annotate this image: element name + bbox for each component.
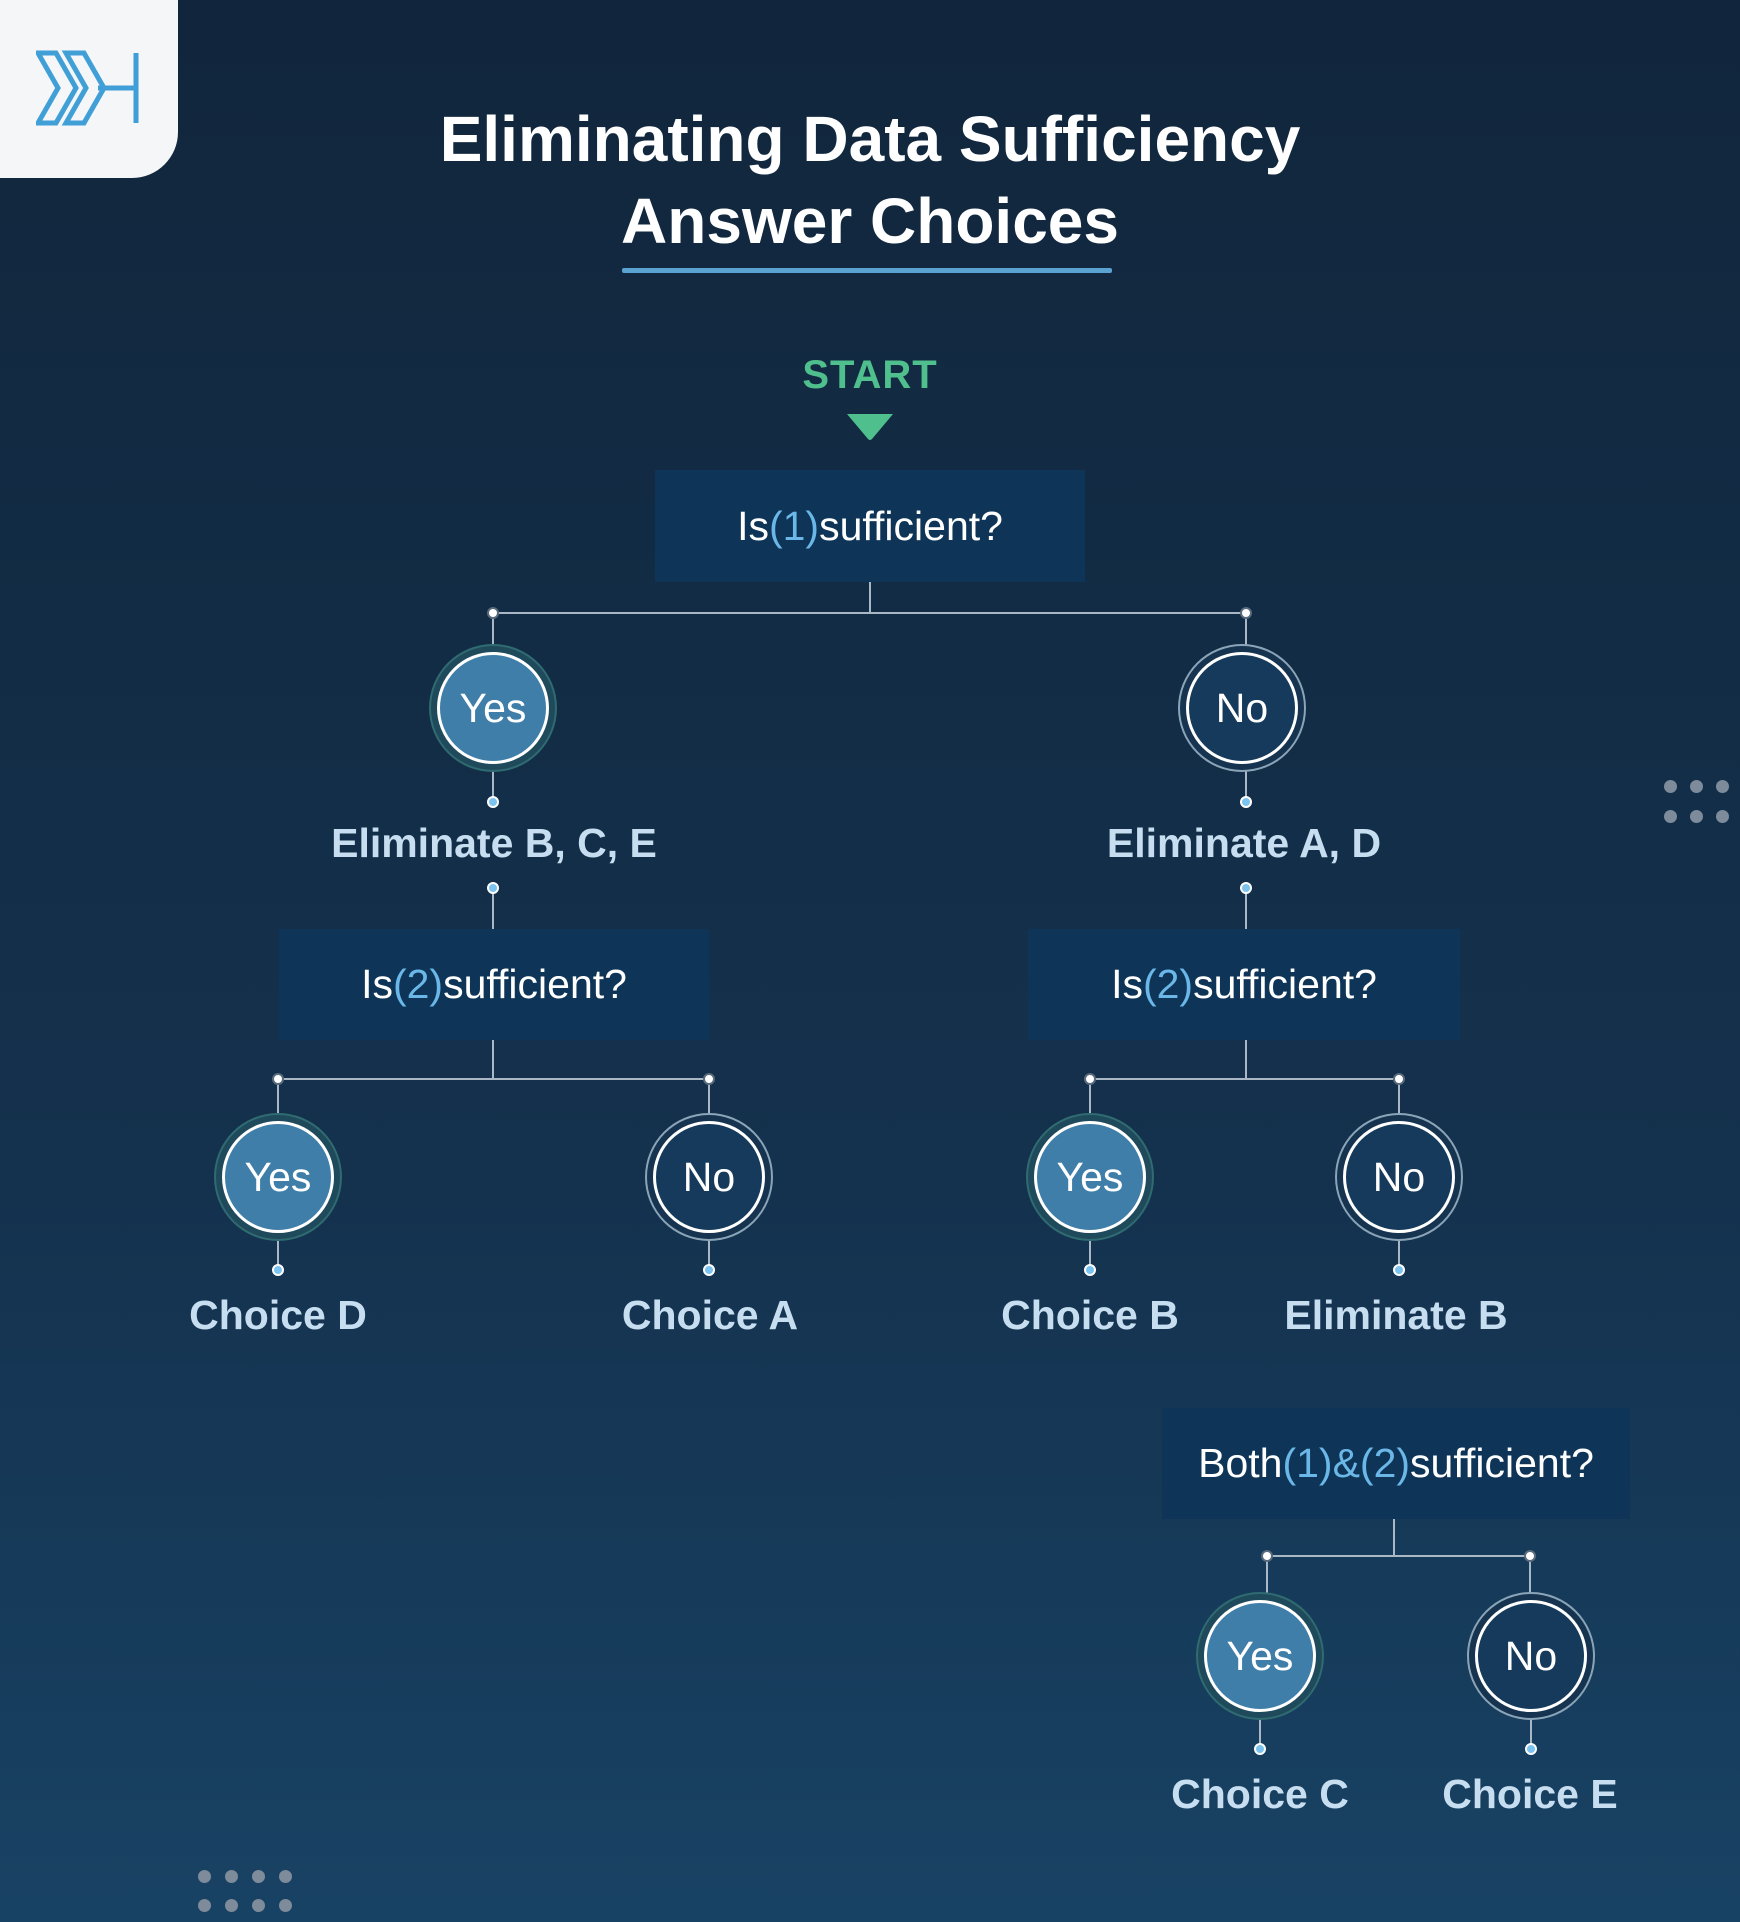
q1-yes-circle: Yes [437,652,549,764]
question-3-box: Both (1) & (2) sufficient? [1162,1408,1630,1519]
title-line-1: Eliminating Data Sufficiency [439,103,1301,175]
result-choice-a: Choice A [621,1292,799,1338]
q2-right-post: sufficient? [1193,961,1377,1007]
result-choice-e: Choice E [1442,1771,1618,1817]
start-label: START [802,353,938,397]
dots-decoration-icon [1664,780,1729,823]
q2-left-yes-circle: Yes [222,1121,334,1233]
q2-right-pre: Is [1111,961,1143,1007]
q1-post: sufficient? [819,502,1003,549]
q2-left-pre: Is [361,961,393,1007]
logo-icon [36,50,139,126]
dots-decoration-icon [198,1870,292,1912]
q3-statement-number-1: (1) [1282,1440,1333,1486]
q3-statement-number-2: (2) [1359,1440,1411,1486]
result-choice-c: Choice C [1171,1771,1349,1817]
q3-yes-circle: Yes [1204,1600,1316,1712]
q2-left-no-circle: No [653,1121,765,1233]
q2-right-no-circle: No [1343,1121,1455,1233]
q2-right-yes-circle: Yes [1034,1121,1146,1233]
q3-pre: Both [1198,1440,1283,1486]
logo [0,0,178,178]
q1-statement-number: (1) [768,502,820,549]
q3-no-circle: No [1475,1600,1587,1712]
q1-pre: Is [737,502,769,549]
result-eliminate-bce: Eliminate B, C, E [331,820,657,866]
question-2-left-box: Is (2) sufficient? [279,929,709,1040]
result-choice-d: Choice D [189,1292,367,1338]
q2-left-statement-number: (2) [392,961,444,1007]
q3-ampersand: & [1332,1440,1360,1486]
q2-left-post: sufficient? [443,961,627,1007]
page-title: Eliminating Data Sufficiency Answer Choi… [0,98,1740,262]
q1-no-circle: No [1186,652,1298,764]
title-underline [622,268,1112,273]
result-eliminate-ad: Eliminate A, D [1106,820,1382,866]
result-choice-b: Choice B [1001,1292,1179,1338]
result-eliminate-b: Eliminate B [1284,1292,1508,1338]
start-arrow-icon [847,414,893,440]
q2-right-statement-number: (2) [1142,961,1194,1007]
question-1-box: Is (1) sufficient? [655,470,1085,582]
q3-post: sufficient? [1410,1440,1594,1486]
question-2-right-box: Is (2) sufficient? [1028,929,1460,1040]
title-line-2: Answer Choices [621,185,1119,257]
